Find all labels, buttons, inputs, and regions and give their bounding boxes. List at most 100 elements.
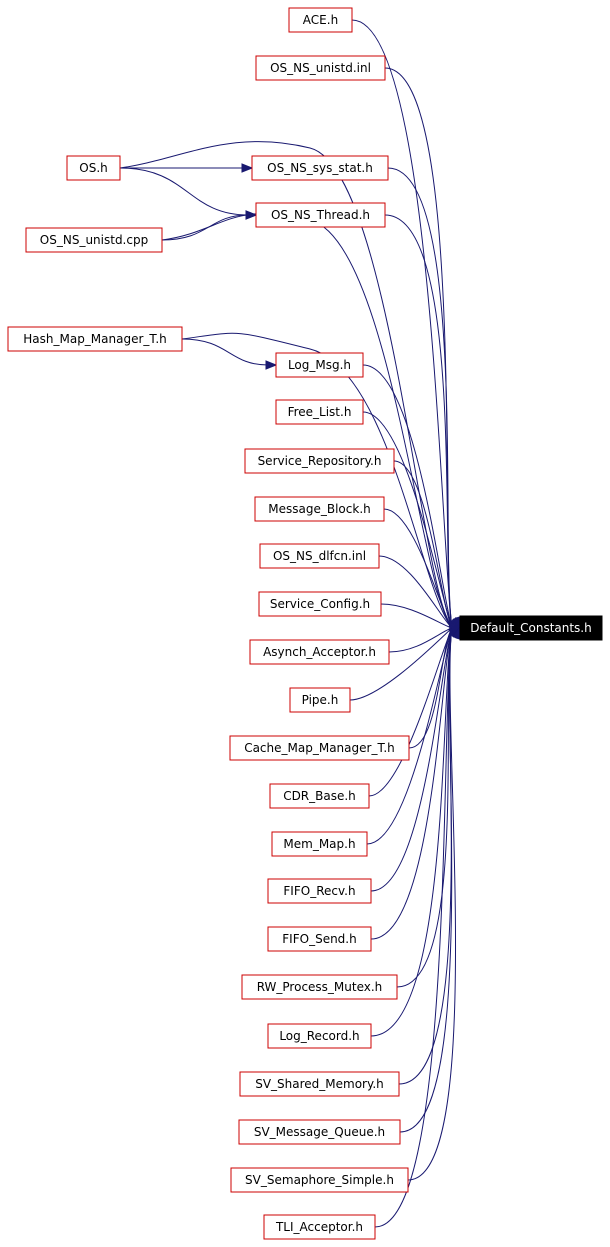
node-mem-map-h[interactable]: Mem_Map.h <box>271 831 368 857</box>
node-label: CDR_Base.h <box>283 789 356 803</box>
edge-line <box>407 627 456 1181</box>
node-box <box>7 326 183 352</box>
node-sv-semaphore-simple-h[interactable]: SV_Semaphore_Simple.h <box>230 1167 409 1193</box>
edge-line <box>370 627 453 940</box>
edge-line <box>384 214 453 629</box>
edge-hash-map-manager-t-h-to-log-msg-h <box>181 338 278 370</box>
node-label: Hash_Map_Manager_T.h <box>23 332 166 346</box>
node-cache-map-manager-t-h[interactable]: Cache_Map_Manager_T.h <box>229 735 410 761</box>
node-label: SV_Shared_Memory.h <box>255 1077 384 1091</box>
node-cdr-base-h[interactable]: CDR_Base.h <box>269 783 370 809</box>
edge-line <box>393 460 453 629</box>
node-os-ns-unistd-inl[interactable]: OS_NS_unistd.inl <box>255 55 386 81</box>
node-asynch-acceptor-h[interactable]: Asynch_Acceptor.h <box>249 639 390 665</box>
node-label: Free_List.h <box>288 405 352 419</box>
node-box <box>258 591 382 617</box>
node-label: Default_Constants.h <box>470 621 591 635</box>
node-box <box>275 352 364 378</box>
node-label: SV_Message_Queue.h <box>254 1125 385 1139</box>
edges-layer <box>119 19 463 1228</box>
node-os-ns-dlfcn-inl[interactable]: OS_NS_dlfcn.inl <box>259 543 380 569</box>
edge-line <box>161 213 453 629</box>
node-box <box>275 399 364 425</box>
node-label: Service_Repository.h <box>258 454 382 468</box>
edge-line <box>387 167 453 629</box>
node-label: OS_NS_unistd.cpp <box>40 233 148 247</box>
node-sv-shared-memory-h[interactable]: SV_Shared_Memory.h <box>239 1071 400 1097</box>
node-label: RW_Process_Mutex.h <box>257 980 383 994</box>
node-box <box>267 878 372 904</box>
node-log-record-h[interactable]: Log_Record.h <box>267 1023 372 1049</box>
node-rw-process-mutex-h[interactable]: RW_Process_Mutex.h <box>241 974 398 1000</box>
edge-line <box>380 603 453 629</box>
node-os-ns-thread-h[interactable]: OS_NS_Thread.h <box>255 202 386 228</box>
node-os-ns-unistd-cpp[interactable]: OS_NS_unistd.cpp <box>25 227 163 253</box>
edge-line <box>362 364 453 629</box>
node-label: OS_NS_sys_stat.h <box>267 161 373 175</box>
node-label: Service_Config.h <box>270 597 370 611</box>
node-log-msg-h[interactable]: Log_Msg.h <box>275 352 364 378</box>
node-sv-message-queue-h[interactable]: SV_Message_Queue.h <box>238 1119 401 1145</box>
node-box <box>66 155 121 181</box>
node-service-repository-h[interactable]: Service_Repository.h <box>244 448 395 474</box>
node-tli-acceptor-h[interactable]: TLI_Acceptor.h <box>263 1214 376 1240</box>
edge-line <box>370 627 453 892</box>
node-label: FIFO_Recv.h <box>283 884 355 898</box>
node-box <box>255 202 386 228</box>
node-box <box>239 1071 400 1097</box>
edge-os-h-to-os-ns-sys-stat-h <box>120 163 254 173</box>
node-label: Asynch_Acceptor.h <box>263 645 376 659</box>
edge-line <box>119 167 249 216</box>
node-label: Mem_Map.h <box>283 837 355 851</box>
edge-sv-semaphore-simple-h-to-default-constants-h <box>407 626 463 1181</box>
node-os-h[interactable]: OS.h <box>66 155 121 181</box>
node-message-block-h[interactable]: Message_Block.h <box>254 496 385 522</box>
node-box <box>241 974 398 1000</box>
node-label: OS.h <box>79 161 107 175</box>
node-hash-map-manager-t-h[interactable]: Hash_Map_Manager_T.h <box>7 326 183 352</box>
node-box <box>267 1023 372 1049</box>
node-box <box>254 496 385 522</box>
edge-line <box>349 627 453 701</box>
node-fifo-recv-h[interactable]: FIFO_Recv.h <box>267 878 372 904</box>
target-node-default-constants[interactable]: Default_Constants.h <box>459 615 603 641</box>
node-label: TLI_Acceptor.h <box>275 1220 363 1234</box>
node-pipe-h[interactable]: Pipe.h <box>289 687 351 713</box>
edge-os-ns-unistd-inl-to-default-constants-h <box>384 67 463 630</box>
node-box <box>238 1119 401 1145</box>
node-box <box>244 448 395 474</box>
edge-line <box>374 627 453 1228</box>
edge-ace-h-to-default-constants-h <box>351 19 463 630</box>
edge-fifo-send-h-to-default-constants-h <box>370 626 461 940</box>
node-label: OS_NS_Thread.h <box>271 208 370 222</box>
node-label: SV_Semaphore_Simple.h <box>245 1173 394 1187</box>
node-os-ns-sys-stat-h[interactable]: OS_NS_sys_stat.h <box>251 155 389 181</box>
node-label: OS_NS_dlfcn.inl <box>273 549 366 563</box>
node-ace-h[interactable]: ACE.h <box>288 7 353 33</box>
node-box <box>230 1167 409 1193</box>
edge-os-h-to-os-ns-thread-h <box>119 167 258 220</box>
node-box <box>249 639 390 665</box>
edge-line <box>388 627 453 653</box>
edge-line <box>378 555 453 629</box>
edge-os-ns-unistd-cpp-to-os-ns-thread-h <box>161 210 258 241</box>
node-box <box>259 543 380 569</box>
node-label: FIFO_Send.h <box>282 932 356 946</box>
node-box <box>269 783 370 809</box>
edge-os-ns-thread-h-to-default-constants-h <box>384 214 462 630</box>
edge-line <box>351 19 453 629</box>
node-label: Pipe.h <box>302 693 339 707</box>
node-free-list-h[interactable]: Free_List.h <box>275 399 364 425</box>
node-box <box>289 687 351 713</box>
node-fifo-send-h[interactable]: FIFO_Send.h <box>267 926 372 952</box>
node-label: Message_Block.h <box>268 502 370 516</box>
node-box <box>251 155 389 181</box>
edge-line <box>368 627 453 797</box>
node-label: OS_NS_unistd.inl <box>270 61 371 75</box>
node-label: ACE.h <box>303 13 338 27</box>
edge-line <box>370 627 453 1037</box>
node-service-config-h[interactable]: Service_Config.h <box>258 591 382 617</box>
edge-os-ns-sys-stat-h-to-default-constants-h <box>387 167 462 630</box>
